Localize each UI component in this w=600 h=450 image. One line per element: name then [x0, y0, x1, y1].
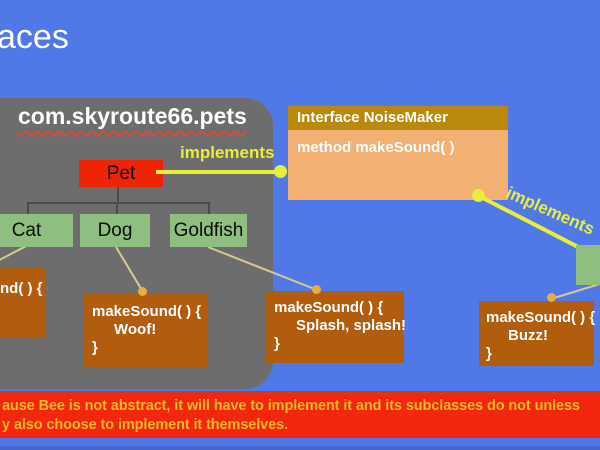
code-line-3: } — [486, 345, 492, 362]
class-box-cat: Cat — [0, 214, 73, 247]
code-line-1: makeSound( ) { — [486, 309, 596, 326]
inheritance-rail — [27, 202, 210, 204]
code-box-cat: nd( ) { — [0, 268, 46, 337]
banner-line-1: ause Bee is not abstract, it will have t… — [2, 398, 580, 414]
code-box-dog: makeSound( ) { Woof! } — [83, 293, 207, 368]
class-box-bee — [576, 245, 600, 285]
code-line-1: makeSound( ) { — [92, 303, 202, 320]
code-line-2: Buzz! — [508, 327, 548, 344]
bottom-edge-strip — [0, 446, 600, 450]
banner-line-2: y also choose to implement it themselves… — [2, 417, 288, 433]
code-line-2: Woof! — [114, 321, 157, 338]
method-dot-bee — [547, 293, 556, 302]
code-line-3: } — [274, 335, 280, 352]
method-dot-dog — [138, 287, 147, 296]
inheritance-drop-dog — [116, 202, 118, 215]
connector-endpoint-dot-2 — [472, 189, 485, 202]
annotation-banner: ause Bee is not abstract, it will have t… — [0, 391, 600, 438]
code-box-bee: makeSound( ) { Buzz! } — [479, 301, 596, 366]
slide-title: aces — [0, 18, 69, 56]
method-connector-bee — [553, 283, 600, 299]
code-line-1: nd( ) { — [0, 280, 43, 297]
implements-label-1: implements — [180, 143, 275, 162]
code-line-2: Splash, splash! — [296, 317, 407, 334]
code-box-goldfish: makeSound( ) { Splash, splash! } — [265, 291, 407, 363]
interface-body: method makeSound( ) — [288, 130, 508, 200]
class-label-goldfish: Goldfish — [173, 219, 244, 241]
class-box-goldfish: Goldfish — [170, 214, 247, 247]
class-label-pet: Pet — [106, 162, 136, 184]
code-line-1: makeSound( ) { — [274, 299, 384, 316]
connector-endpoint-dot-1 — [274, 165, 287, 178]
interface-box: Interface NoiseMaker method makeSound( ) — [288, 106, 508, 200]
implements-connector-1 — [156, 170, 281, 174]
inheritance-drop-cat — [27, 202, 29, 215]
interface-header: Interface NoiseMaker — [288, 106, 508, 130]
package-name-label: com.skyroute66.pets — [18, 103, 247, 129]
code-line-3: } — [92, 339, 98, 356]
class-label-cat: Cat — [11, 219, 42, 241]
method-dot-goldfish — [312, 285, 321, 294]
inheritance-drop-pet — [117, 187, 119, 203]
interface-title: Interface NoiseMaker — [297, 109, 448, 126]
class-box-pet: Pet — [79, 160, 163, 187]
inheritance-drop-goldfish — [208, 202, 210, 215]
interface-method: method makeSound( ) — [297, 139, 455, 156]
class-label-dog: Dog — [97, 219, 133, 241]
class-box-dog: Dog — [80, 214, 150, 247]
